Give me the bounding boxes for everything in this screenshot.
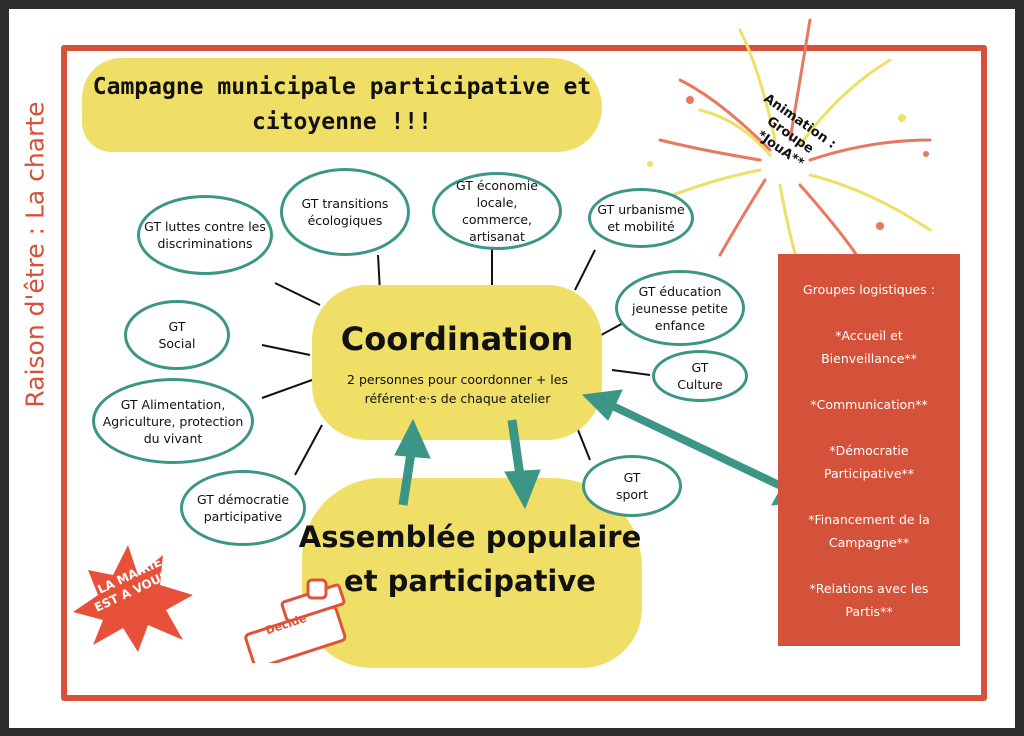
group-education: GT éducation jeunesse petite enfance [615, 270, 745, 346]
group-label: GT démocratie participative [196, 492, 290, 524]
group-label: GT transitions écologiques [301, 196, 389, 228]
assembly-title: Assemblée populaire et participative [298, 520, 642, 598]
group-label: GT économie locale, commerce, artisanat [456, 178, 538, 244]
group-economy: GT économie locale, commerce, artisanat [432, 172, 562, 250]
group-discriminations: GT luttes contre les discriminations [137, 195, 273, 275]
logistics-item: *Financement de la Campagne** [808, 512, 930, 550]
group-label: GT urbanisme et mobilité [597, 202, 685, 234]
group-label: GT Culture [677, 360, 723, 392]
group-ecology: GT transitions écologiques [280, 168, 410, 256]
group-social: GT Social [124, 300, 230, 370]
group-label: GT sport [615, 470, 649, 502]
assembly-blob [302, 478, 642, 668]
logistics-item: *Communication** [810, 397, 928, 412]
logistics-title: Groupes logistiques : [803, 282, 935, 297]
logistics-item: *Relations avec les Partis** [809, 581, 929, 619]
group-food: GT Alimentation, Agriculture, protection… [92, 378, 254, 464]
coordination-title: Coordination [340, 320, 574, 358]
coordination-subtitle: 2 personnes pour coordonner + les référe… [347, 372, 568, 406]
group-label: GT Alimentation, Agriculture, protection… [102, 396, 244, 446]
group-label: GT luttes contre les discriminations [144, 219, 266, 251]
connector-arrows [261, 245, 651, 476]
red-frame [61, 45, 987, 701]
stamp-icon [244, 578, 347, 663]
group-label: GT Social [158, 319, 196, 351]
logistics-item: *Accueil et Bienveillance** [821, 328, 917, 366]
group-sport: GT sport [582, 455, 682, 517]
coordination-blob [312, 285, 602, 440]
logistics-item: *Démocratie Participative** [823, 443, 915, 481]
group-urbanism: GT urbanisme et mobilité [588, 188, 694, 248]
poster-title: Campagne municipale participative et cit… [82, 58, 602, 152]
group-label: GT éducation jeunesse petite enfance [632, 283, 728, 333]
group-democracy: GT démocratie participative [180, 470, 306, 546]
logistics-panel: Groupes logistiques : *Accueil et Bienve… [778, 254, 960, 646]
mairie-badge-icon [73, 545, 193, 652]
fireworks-icon [647, 18, 932, 272]
group-culture: GT Culture [652, 350, 748, 402]
